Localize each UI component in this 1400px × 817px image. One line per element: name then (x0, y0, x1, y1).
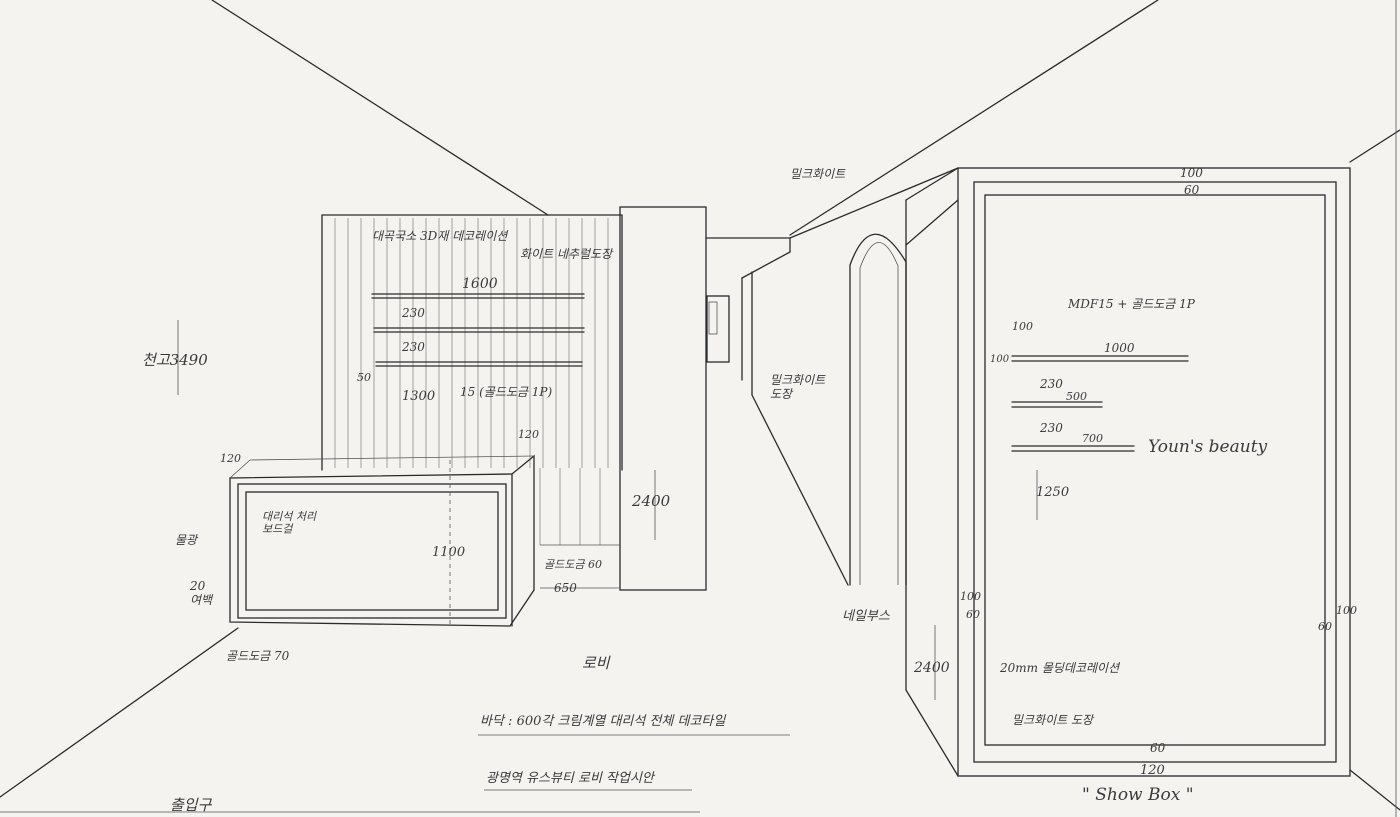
box-side-inner-label: 60 (966, 608, 980, 621)
counter-height-label: 1100 (432, 545, 465, 560)
box-right-inner-label: 60 (1318, 620, 1332, 633)
right-wall-top-label: 밀크화이트 (790, 167, 846, 181)
box-shelf2-label: 500 (1066, 390, 1087, 403)
entrance-label: 출입구 (170, 796, 213, 814)
box-right-outer-label: 100 (1336, 604, 1357, 617)
drawing-title: 광명역 유스뷰티 로비 작업시안 (486, 771, 656, 786)
counter-top-label: 120 (220, 452, 241, 465)
show-box-label: " Show Box " (1082, 785, 1194, 805)
box-height-mark-label: 1250 (1036, 485, 1069, 500)
wall-finish-label-2: 화이트 네추럴도장 (520, 247, 614, 261)
feature-wall (321, 214, 623, 545)
floor-spec-label: 바닥 : 600각 크림계열 대리석 전체 데코타일 (480, 714, 726, 729)
box-gap1-label: 230 (1039, 377, 1063, 391)
box-shelf-left-label: 100 (990, 354, 1010, 365)
wall-end-height-label: 2400 (631, 492, 671, 510)
box-shelf3-label: 700 (1082, 432, 1103, 445)
box-side-outer-label: 100 (960, 590, 981, 603)
box-gap2-label: 230 (1039, 421, 1063, 435)
shelf-spec-label: 15 (골드도금 1P) (460, 385, 552, 399)
corridor (705, 199, 959, 586)
brand-label: Youn's beauty (1148, 437, 1268, 457)
dimension-marks (177, 320, 1038, 791)
counter-glass-label: 물광 (175, 533, 199, 547)
shelf-height-label: 1300 (402, 389, 435, 404)
box-top-outer-label: 100 (1180, 166, 1203, 180)
box-top-inner-label: 60 (1184, 183, 1200, 197)
wall-finish-label: 대곡국소 3D재 데코레이션 (372, 229, 509, 243)
shelf-width-label: 1600 (462, 276, 498, 292)
box-bottom-inner-label: 60 (1150, 741, 1166, 755)
box-finish-label: 밀크화이트 도장 (1012, 713, 1095, 727)
ceiling-height-label: 천고3490 (142, 351, 208, 369)
counter-base-label: 골드도금 70 (226, 649, 290, 663)
box-shelf-edge-label: 100 (1012, 320, 1033, 333)
box-bottom-outer-label: 120 (1140, 763, 1165, 778)
lobby-label: 로비 (582, 654, 611, 672)
annotations: 천고3490 대곡국소 3D재 데코레이션 화이트 네추럴도장 1600 230… (142, 166, 1357, 814)
show-box-frame (905, 167, 1351, 777)
pillar (540, 206, 707, 591)
kick-gold-label: 골드도금 60 (544, 558, 602, 571)
counter-top-right-label: 120 (518, 428, 539, 441)
shelf-edge-label: 50 (357, 371, 371, 384)
kick-depth-label: 650 (554, 581, 577, 595)
tile-note-label: 20mm 몰딩데코레이션 (999, 661, 1121, 675)
mdf-spec-label: MDF15 + 골드도금 1P (1067, 297, 1196, 311)
reception-counter (229, 454, 535, 627)
box-shelf1-label: 1000 (1104, 341, 1135, 355)
box-depth-label: 2400 (913, 660, 950, 676)
nail-booth-label: 네일부스 (842, 609, 890, 624)
shelf-gap2-label: 230 (401, 340, 425, 354)
shelf-gap1-label: 230 (401, 306, 425, 320)
